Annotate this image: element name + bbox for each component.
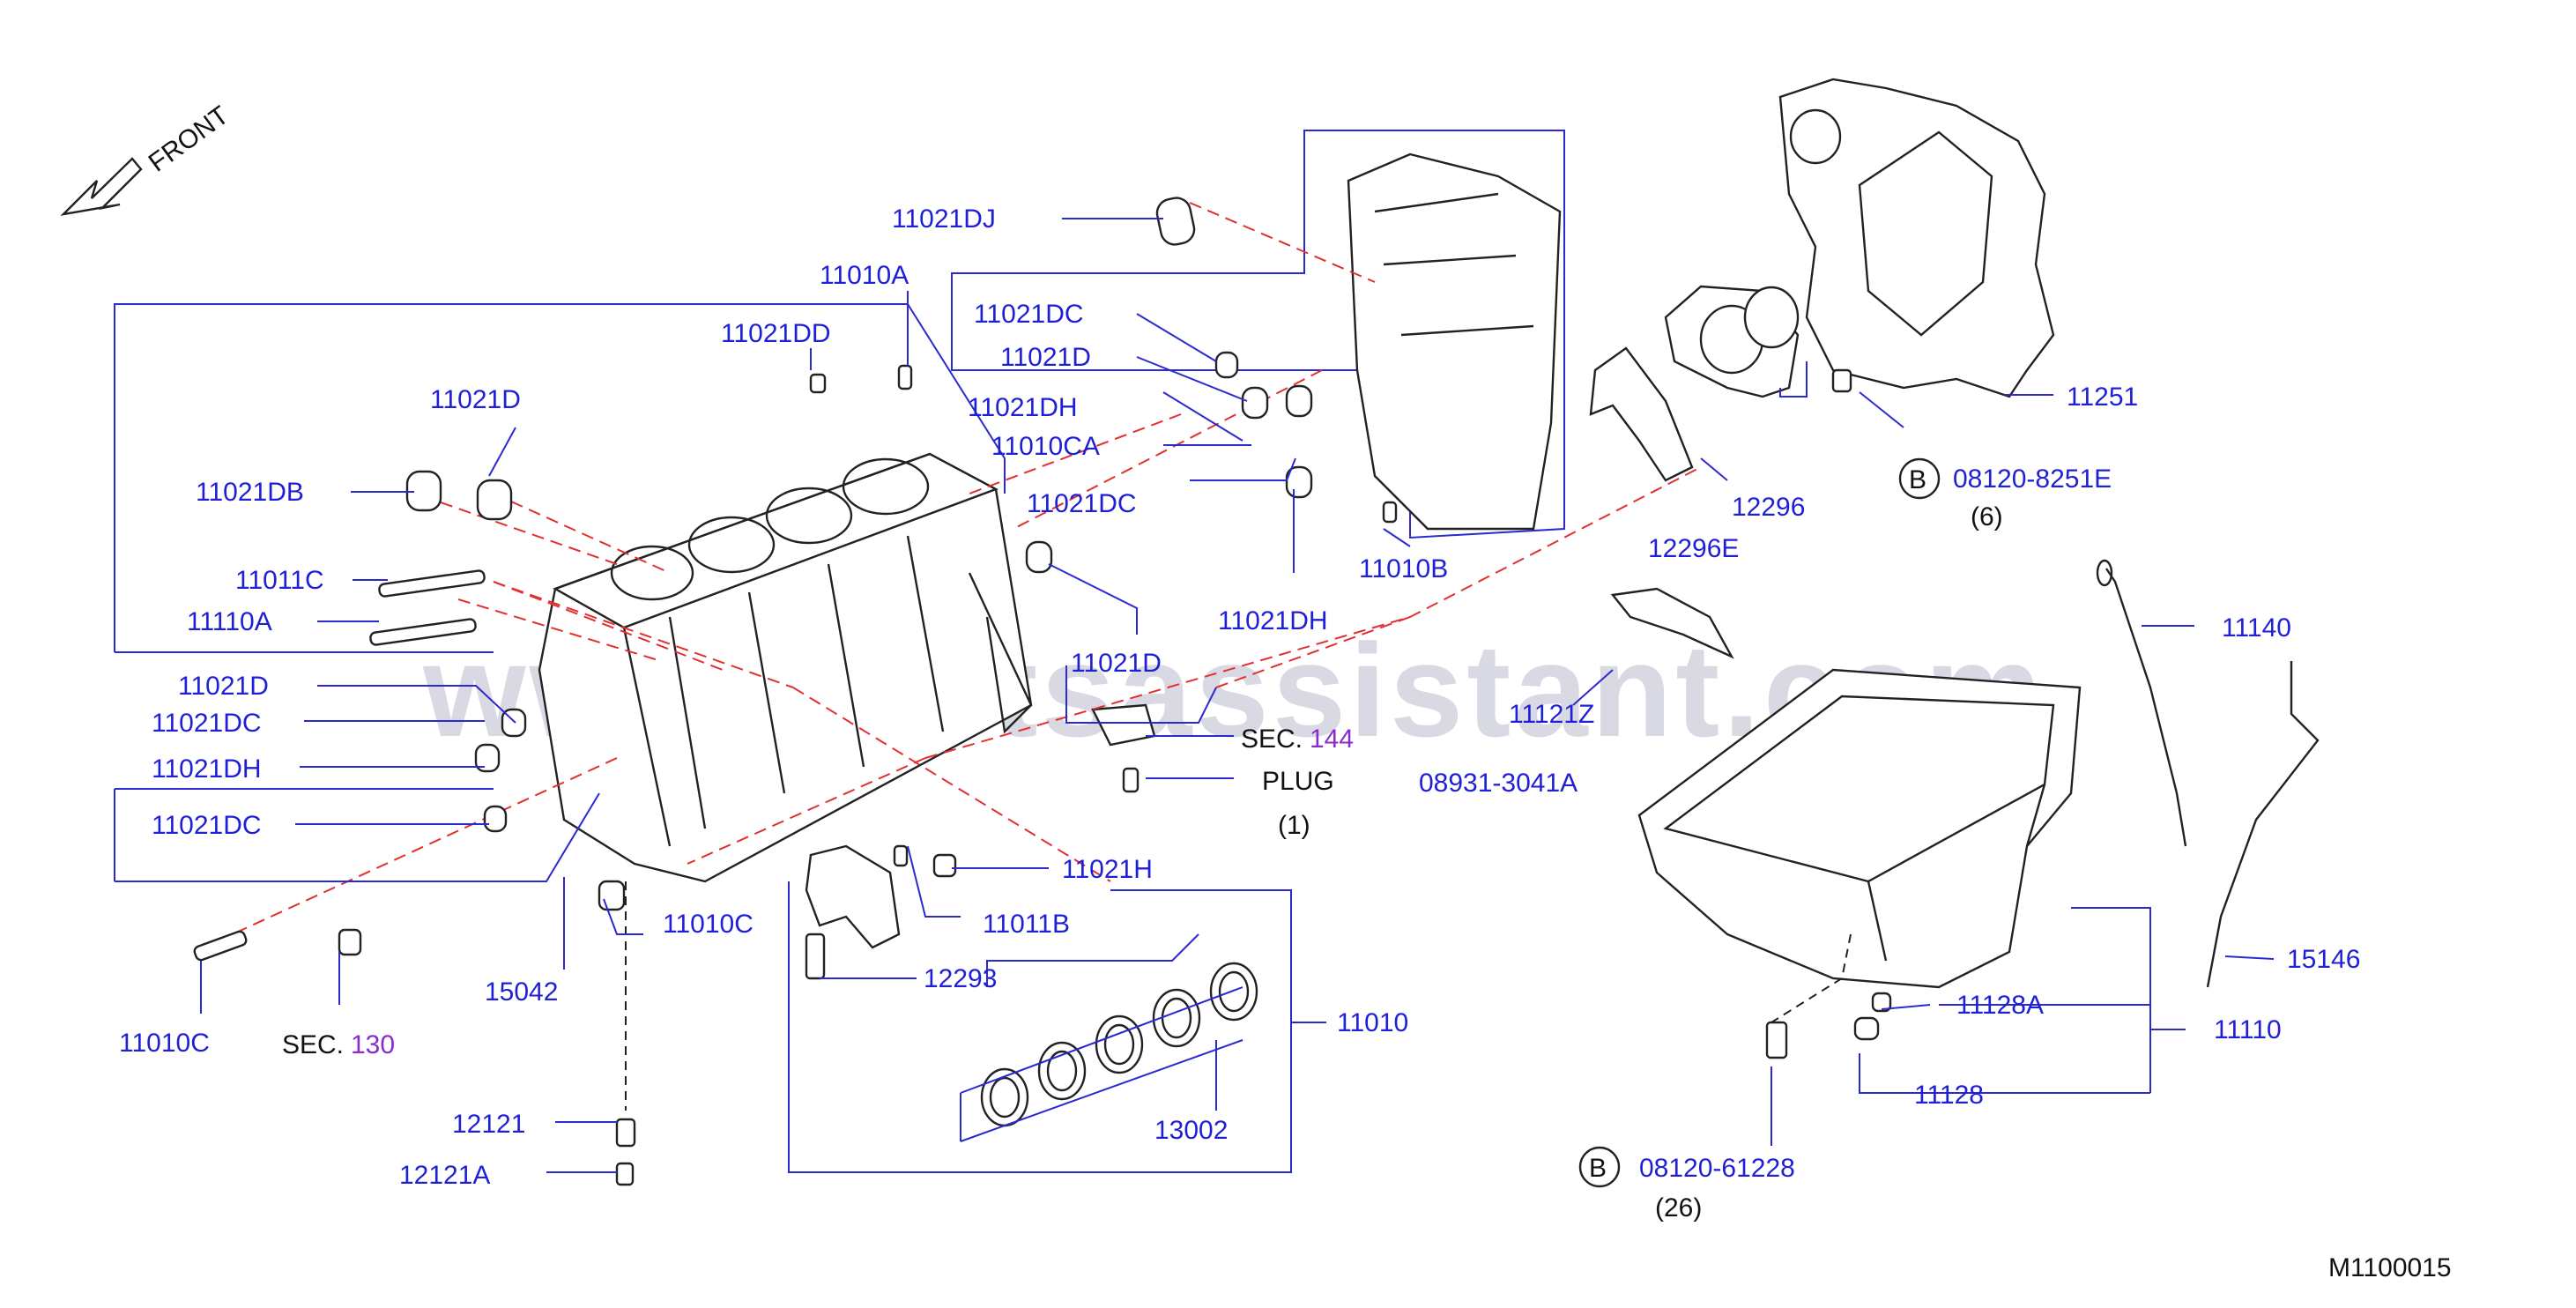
- plate-hole: [1789, 108, 1842, 165]
- oil-pan: [1637, 668, 2082, 989]
- label-15146: 15146: [2287, 945, 2360, 974]
- dipstick-handle: [2096, 559, 2113, 587]
- label-11021DC: 11021DC: [974, 300, 1084, 329]
- b-marker-1: B: [1898, 457, 1941, 500]
- label-11128: 11128: [1914, 1081, 1984, 1110]
- label-11021DC: 11021DC: [152, 811, 262, 840]
- sealant-tube: [1610, 587, 1734, 659]
- label-11021DH: 11021DH: [1218, 606, 1328, 635]
- label-11021D: 11021D: [178, 672, 269, 701]
- label-11021D: 11021D: [1000, 343, 1091, 372]
- small-parts: [193, 197, 1892, 1186]
- label-sec-130-number: 130: [351, 1030, 395, 1059]
- leader-lines: [114, 218, 2275, 1173]
- label-11010A: 11010A: [820, 261, 909, 290]
- b-marker-2: B: [1578, 1146, 1621, 1188]
- label-11011B: 11011B: [983, 910, 1070, 939]
- seal-gasket: [1589, 346, 1694, 482]
- label-12121: 12121: [452, 1110, 525, 1139]
- label-11128A: 11128A: [1956, 991, 2044, 1020]
- label-12296: 12296: [1732, 493, 1805, 522]
- plate-window: [1858, 130, 1993, 337]
- label-08120-61228: 08120-61228: [1639, 1154, 1795, 1183]
- label-11110A: 11110A: [187, 607, 272, 636]
- label-11021DD: 11021DD: [721, 319, 831, 348]
- label-11021DC: 11021DC: [1027, 489, 1137, 518]
- label-08120-8251E: 08120-8251E: [1953, 464, 2112, 494]
- label-11021D: 11021D: [430, 385, 521, 414]
- svg-text:B: B: [1589, 1154, 1607, 1183]
- bearing-cap: [805, 844, 901, 949]
- label-11021DH: 11021DH: [968, 393, 1078, 422]
- label-qty-6: (6): [1971, 502, 2003, 531]
- label-08931-3041A: 08931-3041A: [1419, 769, 1578, 798]
- label-sec-130-prefix: SEC.: [282, 1030, 344, 1059]
- label-11121Z: 11121Z: [1509, 700, 1594, 729]
- label-13002: 13002: [1154, 1116, 1228, 1145]
- label-11021DJ: 11021DJ: [892, 204, 996, 234]
- label-11010C: 11010C: [119, 1029, 210, 1058]
- cylinder-block: [538, 452, 1033, 883]
- dipstick: [2105, 568, 2187, 847]
- rear-plate: [1778, 78, 2055, 398]
- label-qty-1: (1): [1278, 811, 1310, 840]
- label-sec-144-number: 144: [1310, 725, 1354, 754]
- svg-text:B: B: [1909, 465, 1926, 494]
- front-arrow-icon: [60, 157, 143, 216]
- label-11021D: 11021D: [1071, 649, 1162, 678]
- label-11021DC: 11021DC: [152, 709, 262, 738]
- label-11021H: 11021H: [1062, 855, 1153, 884]
- dipstick-guide: [2206, 661, 2320, 988]
- label-qty-26: (26): [1655, 1193, 1702, 1223]
- label-11010: 11010: [1337, 1008, 1408, 1037]
- diagram-code: M1100015: [2328, 1253, 2452, 1282]
- label-11140: 11140: [2222, 613, 2291, 643]
- rear-block: [1347, 152, 1562, 531]
- front-label: FRONT: [144, 100, 234, 177]
- label-12293: 12293: [924, 964, 997, 993]
- dashed-guides: [193, 202, 1852, 1111]
- label-plug: PLUG: [1262, 767, 1334, 796]
- label-15042: 15042: [485, 977, 558, 1007]
- label-12296E: 12296E: [1648, 534, 1739, 563]
- seal-retainer: [1664, 285, 1800, 398]
- label-11010B: 11010B: [1359, 554, 1448, 583]
- label-11011C: 11011C: [235, 566, 324, 595]
- label-11251: 11251: [2067, 383, 2138, 412]
- label-11110: 11110: [2214, 1015, 2282, 1044]
- label-11021DB: 11021DB: [196, 478, 304, 507]
- part-labels: 11021DJ 11010A 11021DD 11021D 11021DB 11…: [119, 204, 2452, 1282]
- label-11021DH: 11021DH: [152, 754, 262, 784]
- label-11010C: 11010C: [663, 910, 753, 939]
- label-11010CA: 11010CA: [991, 432, 1100, 461]
- label-12121A: 12121A: [399, 1161, 490, 1190]
- label-sec-144-prefix: SEC.: [1241, 725, 1303, 754]
- main-bearings: [980, 962, 1258, 1127]
